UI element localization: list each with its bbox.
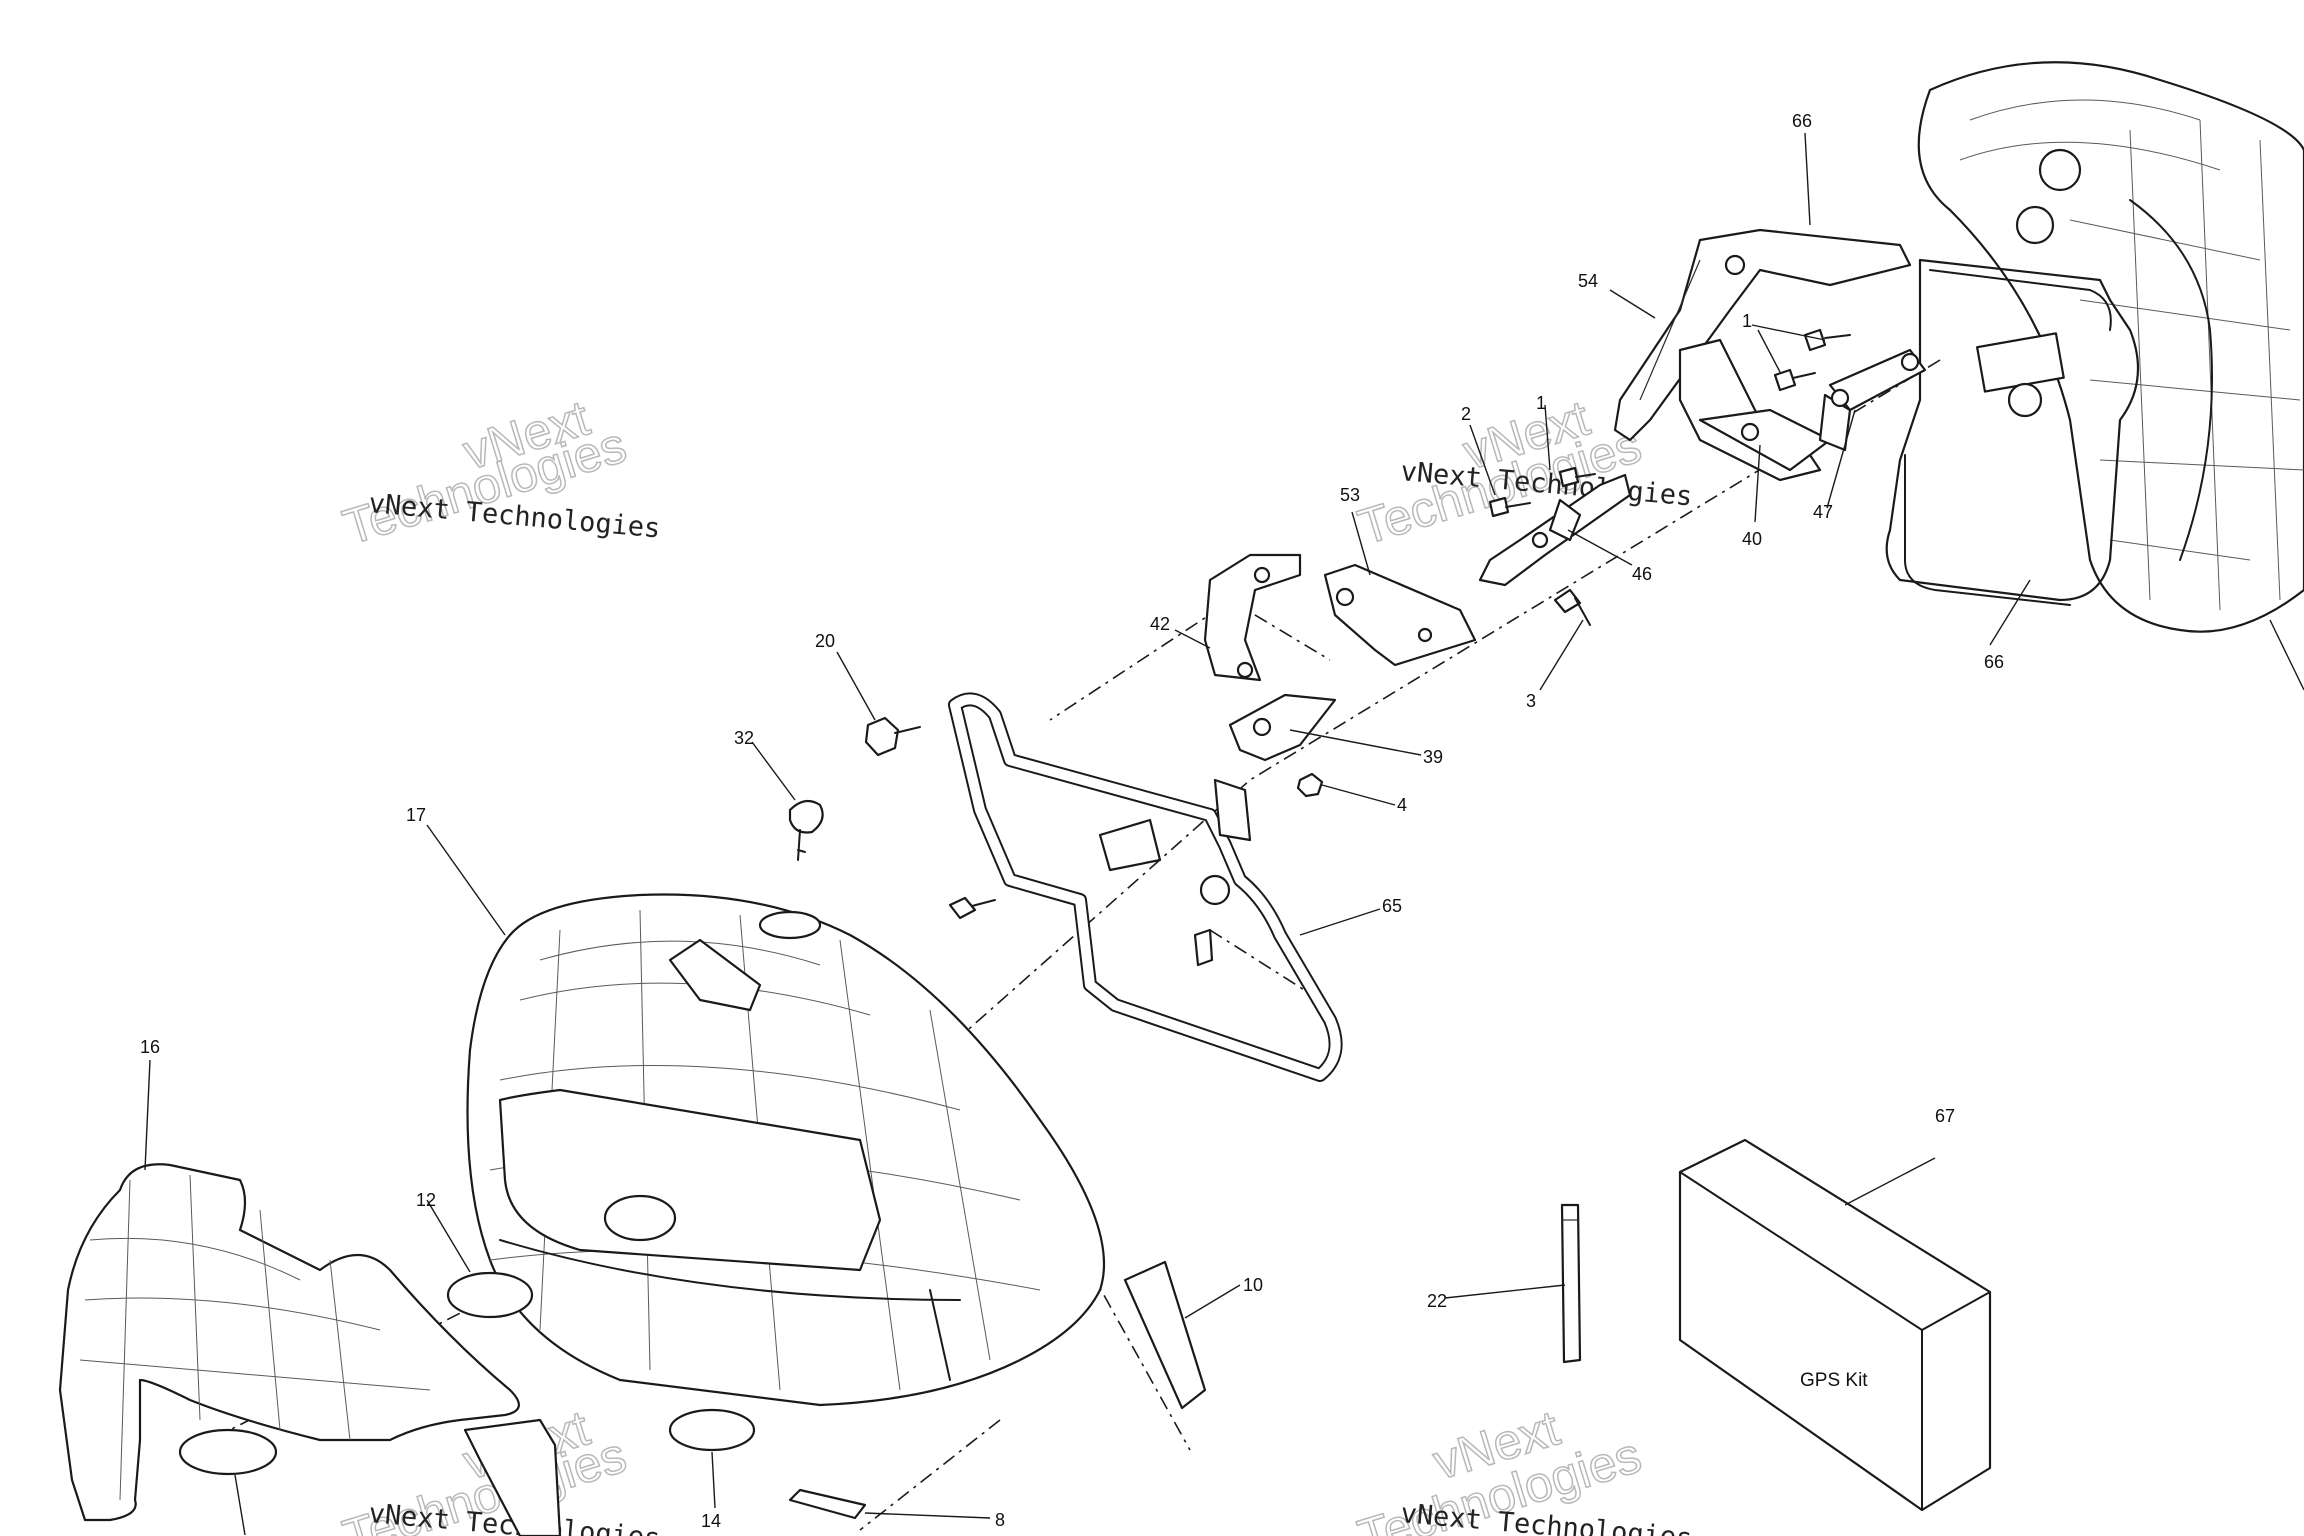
callout-3: 3 <box>1526 691 1536 711</box>
strip-part-10 <box>1123 1260 1207 1410</box>
callout-10: 10 <box>1243 1275 1263 1295</box>
leader-lines <box>144 132 2304 1536</box>
support-frame-part-65 <box>948 692 1343 1082</box>
callout-39: 39 <box>1423 747 1443 767</box>
decal-part-12 <box>446 1271 534 1319</box>
bolts-group <box>1488 328 1851 626</box>
saddlebag-rear-part-66 <box>1917 61 2304 633</box>
callouts: 66 54 1 2 1 53 42 46 40 47 3 66 20 39 32… <box>140 111 2004 1531</box>
bracket-part-40 <box>1678 338 1832 482</box>
bolt-part-20 <box>864 716 921 757</box>
bracket-part-46 <box>1478 473 1632 587</box>
callout-66-top: 66 <box>1792 111 1812 131</box>
callout-1-lower: 1 <box>1536 393 1546 413</box>
kit-box-label: GPS Kit <box>1800 1370 1868 1391</box>
key-part-32 <box>788 799 824 861</box>
watermark-top-left: Technologies vNext vNext Technologies <box>336 389 661 556</box>
callout-67: 67 <box>1935 1106 1955 1126</box>
bracket-part-53 <box>1323 563 1477 667</box>
callout-46: 46 <box>1632 564 1652 584</box>
callout-22: 22 <box>1427 1291 1447 1311</box>
callout-66-lower: 66 <box>1984 652 2004 672</box>
rod-part-22 <box>1560 1203 1582 1364</box>
callout-54: 54 <box>1578 271 1598 291</box>
callout-16: 16 <box>140 1037 160 1057</box>
callout-42: 42 <box>1150 614 1170 634</box>
spacer-part-39 <box>1228 693 1337 762</box>
callout-1-upper: 1 <box>1742 311 1752 331</box>
bracket-part-42 <box>1203 553 1302 682</box>
decal-part-14 <box>668 1408 756 1452</box>
callout-53: 53 <box>1340 485 1360 505</box>
callout-12: 12 <box>416 1190 436 1210</box>
insert-left-part <box>178 1428 278 1476</box>
callout-2: 2 <box>1461 404 1471 424</box>
watermark-top-right: Technologies vNext vNext Technologies <box>1351 389 1693 556</box>
callout-40: 40 <box>1742 529 1762 549</box>
callout-14: 14 <box>701 1511 721 1531</box>
saddlebag-lock-icon <box>2038 148 2082 192</box>
saddlebag-part-17 <box>466 893 1106 1407</box>
saddlebag-lid-lock-icon <box>758 910 822 940</box>
callout-4: 4 <box>1397 795 1407 815</box>
trim-strip-part <box>463 1418 562 1536</box>
callout-8: 8 <box>995 1510 1005 1530</box>
gps-kit-box-part-67: GPS Kit <box>1678 1138 1992 1512</box>
nut-part-4 <box>1296 772 1324 798</box>
callout-20: 20 <box>815 631 835 651</box>
bracket-part-54 <box>1613 228 1912 442</box>
watermark-bottom-right: Technologies vNext vNext Technologies <box>1351 1399 1693 1536</box>
bracket-part-47 <box>1818 348 1927 452</box>
mounting-rail-part-66 <box>1885 258 2140 606</box>
strip-part-8 <box>788 1488 867 1520</box>
callout-47: 47 <box>1813 502 1833 522</box>
callout-17: 17 <box>406 805 426 825</box>
saddlebag-cover-part-16 <box>58 1163 520 1522</box>
callout-32: 32 <box>734 728 754 748</box>
callout-65: 65 <box>1382 896 1402 916</box>
